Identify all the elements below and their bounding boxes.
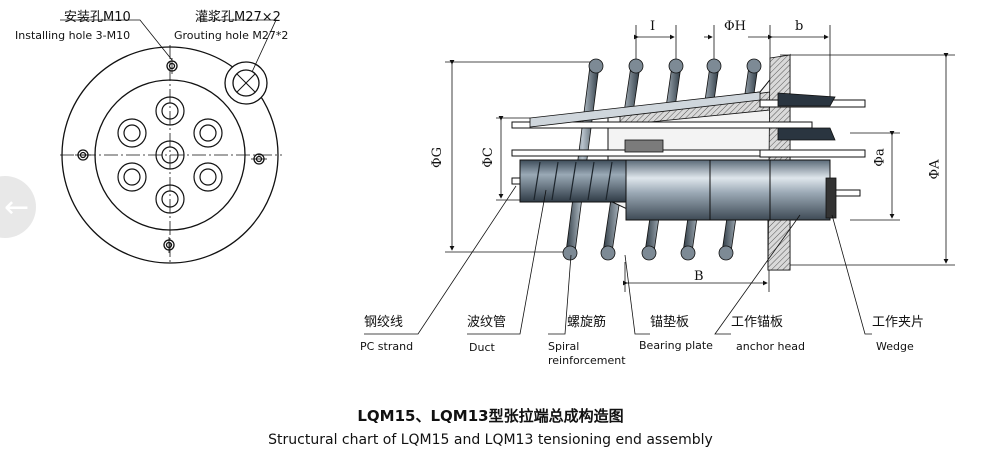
installing-hole-right xyxy=(251,153,267,165)
part-spiral-cn: 螺旋筋 xyxy=(567,315,607,330)
part-bearing-plate-cn: 锚垫板 xyxy=(650,315,690,330)
wedge xyxy=(825,177,837,219)
part-pc-strand-en: PC strand xyxy=(360,340,414,353)
grouting-hole-circle xyxy=(232,69,260,97)
part-pc-strand-cn: 钢绞线 xyxy=(364,315,404,330)
strand-holes xyxy=(117,96,223,214)
installing-hole-bottom xyxy=(163,237,175,253)
installing-hole-label-en: Installing hole 3-M10 xyxy=(15,29,131,42)
dim-b-length: B xyxy=(694,269,704,284)
part-spiral-en-1: Spiral xyxy=(548,340,580,353)
dim-b: b xyxy=(795,19,804,34)
part-duct-cn: 波纹管 xyxy=(467,315,507,330)
part-duct-en: Duct xyxy=(469,341,495,354)
dim-phi-h: ΦH xyxy=(724,19,746,34)
part-anchor-head-en: anchor head xyxy=(736,340,805,353)
part-anchor-head-cn: 工作锚板 xyxy=(731,315,784,330)
anchor-head xyxy=(625,159,711,221)
part-bearing-plate-en: Bearing plate xyxy=(639,339,713,352)
side-view xyxy=(445,25,955,292)
installing-hole-label-cn: 安装孔M10 xyxy=(64,10,131,25)
installing-hole-left xyxy=(75,149,91,161)
title-cn: LQM15、LQM13型张拉端总成构造图 xyxy=(357,407,624,425)
installing-hole-leader xyxy=(60,19,173,61)
grouting-hole-leader xyxy=(198,19,277,73)
grouting-hole-label-en: Grouting hole M27*2 xyxy=(174,29,289,42)
left-arrow-icon: ← xyxy=(4,190,30,225)
dim-i: I xyxy=(650,19,656,34)
part-wedge-cn: 工作夹片 xyxy=(872,315,925,330)
installing-hole-top xyxy=(166,58,178,74)
title-en: Structural chart of LQM15 and LQM13 tens… xyxy=(268,432,713,448)
front-view xyxy=(60,19,282,265)
grouting-hole-label-cn: 灌浆孔M27×2 xyxy=(195,10,281,25)
part-spiral-en-2: reinforcement xyxy=(548,354,626,367)
part-wedge-en: Wedge xyxy=(876,340,914,353)
